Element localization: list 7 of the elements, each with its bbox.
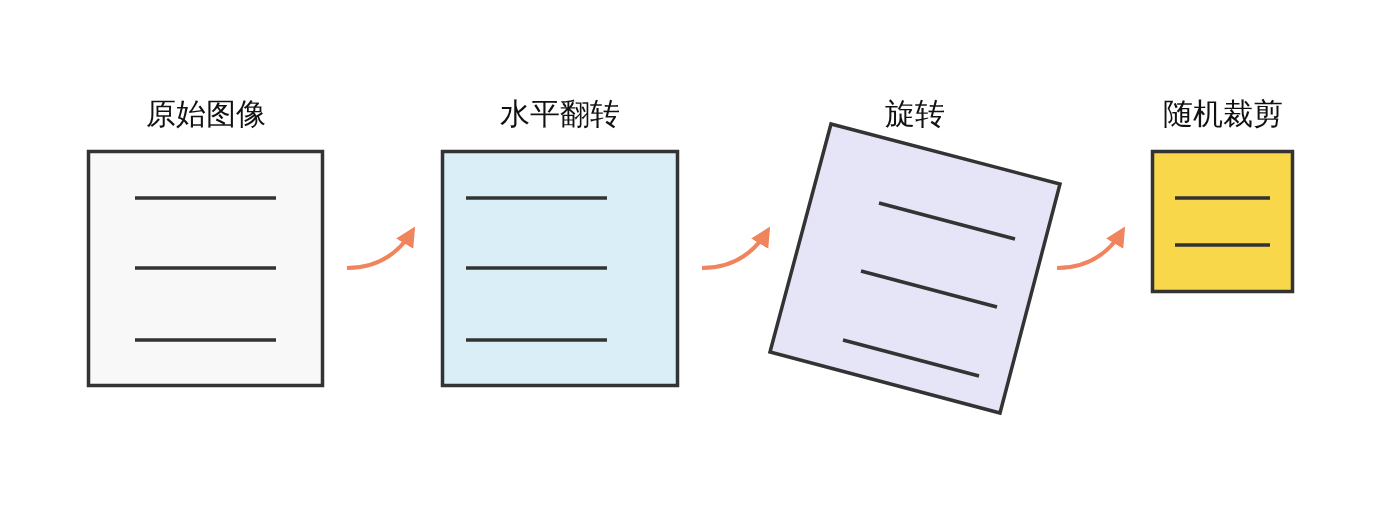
curved-arrow	[346, 226, 416, 270]
heading: 原始图像	[144, 96, 267, 132]
heading: 旋转	[884, 96, 946, 132]
curved-arrow	[701, 226, 771, 270]
heading: 水平翻转	[499, 96, 621, 132]
heading: 随机裁剪	[1161, 96, 1284, 132]
curved-arrow	[1056, 226, 1126, 270]
